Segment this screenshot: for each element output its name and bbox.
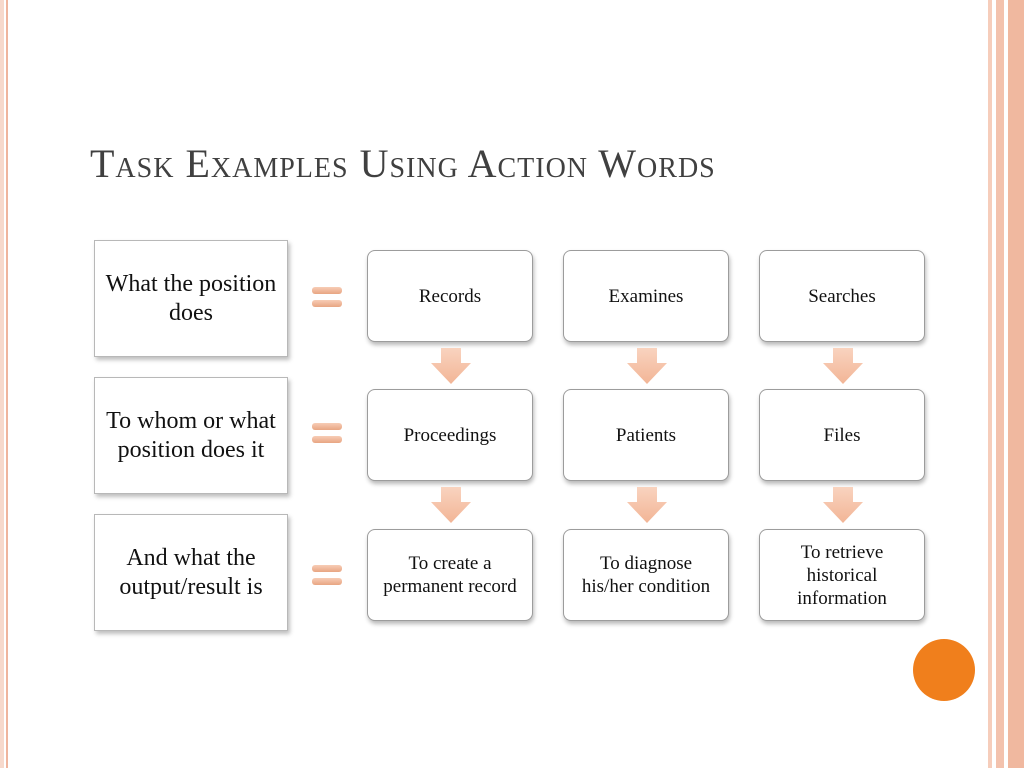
- row-label-action: What the position does: [94, 240, 288, 357]
- row-label-action-text: What the position does: [105, 270, 277, 326]
- node-text: Records: [418, 285, 482, 307]
- node-text: To retrieve historical information: [797, 541, 887, 609]
- down-arrow-icon: [823, 348, 863, 384]
- node-patients: Patients: [563, 389, 729, 481]
- node-retrieve: To retrieve historical information: [759, 529, 925, 621]
- row-label-object-text: To whom or what position does it: [106, 407, 276, 463]
- node-proceedings: Proceedings: [367, 389, 533, 481]
- down-arrow-icon: [627, 348, 667, 384]
- node-diagnose: To diagnose his/her condition: [563, 529, 729, 621]
- node-text: Files: [823, 424, 861, 446]
- accent-circle: [913, 639, 975, 701]
- node-examines: Examines: [563, 250, 729, 342]
- node-files: Files: [759, 389, 925, 481]
- node-create-record: To create a permanent record: [367, 529, 533, 621]
- node-text: To create a permanent record: [383, 553, 517, 597]
- row-label-result: And what the output/result is: [94, 514, 288, 631]
- down-arrow-icon: [431, 487, 471, 523]
- row-label-result-text: And what the output/result is: [119, 544, 263, 600]
- node-text: Proceedings: [403, 424, 497, 446]
- node-text: Patients: [615, 424, 677, 446]
- down-arrow-icon: [627, 487, 667, 523]
- down-arrow-icon: [823, 487, 863, 523]
- node-text: Examines: [608, 285, 684, 307]
- slide-title: Task Examples Using Action Words: [90, 141, 716, 186]
- equals-icon: [312, 423, 342, 445]
- node-records: Records: [367, 250, 533, 342]
- down-arrow-icon: [431, 348, 471, 384]
- equals-icon: [312, 287, 342, 309]
- equals-icon: [312, 565, 342, 587]
- node-searches: Searches: [759, 250, 925, 342]
- right-border-decoration: [978, 0, 1024, 768]
- left-border-decoration: [0, 0, 10, 768]
- node-text: Searches: [808, 285, 876, 307]
- node-text: To diagnose his/her condition: [581, 553, 711, 597]
- row-label-object: To whom or what position does it: [94, 377, 288, 494]
